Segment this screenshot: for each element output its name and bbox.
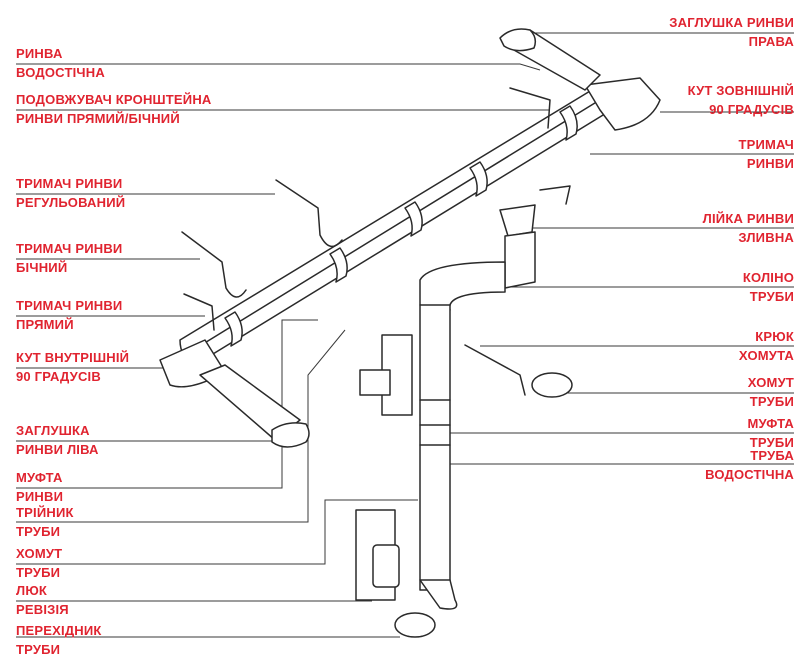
bracket-holder bbox=[539, 185, 571, 205]
label-kriuk: КРЮК ХОМУТА bbox=[739, 329, 794, 364]
label-line2: РИНВИ bbox=[16, 489, 64, 504]
bracket-extender bbox=[509, 87, 551, 129]
label-zaglushka-liva: ЗАГЛУШКА РИНВИ ЛІВА bbox=[16, 423, 99, 458]
label-line1: ХОМУТ bbox=[747, 375, 794, 390]
label-trymach-regul: ТРИМАЧ РИНВИ РЕГУЛЬОВАНИЙ bbox=[16, 176, 125, 211]
label-zaglushka-prava: ЗАГЛУШКА РИНВИ ПРАВА bbox=[669, 15, 794, 50]
label-line2: ХОМУТА bbox=[738, 348, 794, 363]
gutter-coupling bbox=[329, 247, 348, 283]
label-line2: ТРУБИ bbox=[749, 435, 794, 450]
leader-triinyk bbox=[16, 329, 346, 523]
label-line2: ТРУБИ bbox=[749, 394, 794, 409]
gutter-coupling bbox=[224, 311, 243, 347]
label-line2: ТРУБИ bbox=[16, 524, 61, 539]
leader-khomut-left bbox=[16, 499, 418, 565]
label-line2: РИНВИ bbox=[746, 156, 794, 171]
label-trymach-rynvy: ТРИМАЧ РИНВИ bbox=[738, 137, 794, 172]
label-line1: ТРІЙНИК bbox=[16, 505, 74, 520]
label-trymach-bichnyi: ТРИМАЧ РИНВИ БІЧНИЙ bbox=[16, 241, 122, 276]
label-line2: 90 ГРАДУСІВ bbox=[709, 102, 794, 117]
leader-rynva bbox=[16, 63, 541, 71]
label-trymach-pryamyi: ТРИМАЧ РИНВИ ПРЯМИЙ bbox=[16, 298, 122, 333]
label-line1: КУТ ВНУТРІШНІЙ bbox=[16, 350, 130, 365]
label-line2: ТРУБИ bbox=[16, 642, 61, 657]
gutter-coupling bbox=[559, 105, 578, 141]
label-line2: РЕГУЛЬОВАНИЙ bbox=[16, 195, 126, 210]
pipe-elbow bbox=[419, 261, 506, 311]
gutter-left-section bbox=[199, 364, 301, 441]
gutter-run bbox=[159, 28, 661, 448]
bracket-straight bbox=[183, 293, 215, 331]
label-line1: ХОМУТ bbox=[16, 546, 63, 561]
label-truba: ТРУБА ВОДОСТІЧНА bbox=[705, 448, 794, 483]
label-liuk: ЛЮК РЕВІЗІЯ bbox=[16, 583, 69, 618]
gutter-brackets bbox=[181, 87, 571, 331]
label-line2: РЕВІЗІЯ bbox=[16, 602, 69, 617]
label-line2: РИНВИ ЛІВА bbox=[16, 442, 99, 457]
label-kut-vnutr: КУТ ВНУТРІШНІЙ 90 ГРАДУСІВ bbox=[16, 350, 129, 385]
pipe-bottom-elbow bbox=[419, 579, 458, 610]
label-kut-zovn: КУТ ЗОВНІШНІЙ 90 ГРАДУСІВ bbox=[688, 83, 794, 118]
label-line1: ПОДОВЖУВАЧ КРОНШТЕЙНА bbox=[16, 92, 212, 107]
label-line2: ЗЛИВНА bbox=[738, 230, 794, 245]
label-line1: ПЕРЕХІДНИК bbox=[16, 623, 102, 638]
label-podovzhuvach: ПОДОВЖУВАЧ КРОНШТЕЙНА РИНВИ ПРЯМИЙ/БІЧНИ… bbox=[16, 92, 212, 127]
end-cap-left bbox=[271, 422, 310, 448]
label-line2: ВОДОСТІЧНА bbox=[16, 65, 105, 80]
downpipe-system bbox=[355, 204, 573, 638]
label-line1: КРЮК bbox=[755, 329, 794, 344]
label-line1: ТРУБА bbox=[750, 448, 794, 463]
outlet-funnel bbox=[499, 204, 536, 237]
label-rynva: РИНВА ВОДОСТІЧНА bbox=[16, 46, 105, 81]
end-cap-right bbox=[499, 28, 537, 52]
label-line1: МУФТА bbox=[16, 470, 63, 485]
outer-corner-90 bbox=[584, 77, 661, 131]
label-line1: ЗАГЛУШКА РИНВИ bbox=[669, 15, 794, 30]
label-line1: ЛІЙКА РИНВИ bbox=[702, 211, 794, 226]
label-line1: КУТ ЗОВНІШНІЙ bbox=[687, 83, 794, 98]
label-line1: ТРИМАЧ РИНВИ bbox=[16, 298, 123, 313]
leader-lines bbox=[16, 32, 794, 638]
leader-mufta-rynvy bbox=[16, 319, 318, 489]
label-line2: 90 ГРАДУСІВ bbox=[16, 369, 101, 384]
label-line2: ПРЯМИЙ bbox=[16, 317, 74, 332]
bracket-adjustable bbox=[275, 179, 343, 248]
label-line1: ТРИМАЧ РИНВИ bbox=[16, 176, 123, 191]
label-line1: КОЛІНО bbox=[742, 270, 794, 285]
pipe-adapter bbox=[394, 612, 436, 638]
label-khomut-left: ХОМУТ ТРУБИ bbox=[16, 546, 62, 581]
gutter-trough-main bbox=[179, 84, 610, 366]
label-kolino: КОЛІНО ТРУБИ bbox=[743, 270, 794, 305]
pipe-elbow-upper bbox=[504, 231, 536, 289]
gutter-coupling bbox=[469, 161, 488, 197]
label-line1: ЛЮК bbox=[16, 583, 48, 598]
label-khomut-right: ХОМУТ ТРУБИ bbox=[748, 375, 794, 410]
label-mufta-rynvy: МУФТА РИНВИ bbox=[16, 470, 63, 505]
label-line1: РИНВА bbox=[16, 46, 63, 61]
label-line1: ТРИМАЧ bbox=[738, 137, 794, 152]
label-line2: ПРАВА bbox=[748, 34, 794, 49]
bracket-side bbox=[181, 231, 247, 298]
pipe-clamp bbox=[531, 372, 573, 398]
label-line1: ЗАГЛУШКА bbox=[16, 423, 90, 438]
label-line2: ВОДОСТІЧНА bbox=[705, 467, 794, 482]
label-line2: РИНВИ ПРЯМИЙ/БІЧНИЙ bbox=[16, 111, 180, 126]
pipe-downpipe bbox=[419, 304, 451, 591]
label-perekhidnyk: ПЕРЕХІДНИК ТРУБИ bbox=[16, 623, 102, 658]
label-line1: ТРИМАЧ РИНВИ bbox=[16, 241, 123, 256]
label-liika: ЛІЙКА РИНВИ ЗЛИВНА bbox=[703, 211, 794, 246]
label-line2: ТРУБИ bbox=[749, 289, 794, 304]
label-triinyk: ТРІЙНИК ТРУБИ bbox=[16, 505, 74, 540]
clamp-hook bbox=[464, 344, 526, 396]
label-line1: МУФТА bbox=[747, 416, 794, 431]
label-line2: ТРУБИ bbox=[16, 565, 61, 580]
gutter-coupling bbox=[404, 201, 423, 237]
label-mufta-truby: МУФТА ТРУБИ bbox=[747, 416, 794, 451]
label-line2: БІЧНИЙ bbox=[16, 260, 68, 275]
